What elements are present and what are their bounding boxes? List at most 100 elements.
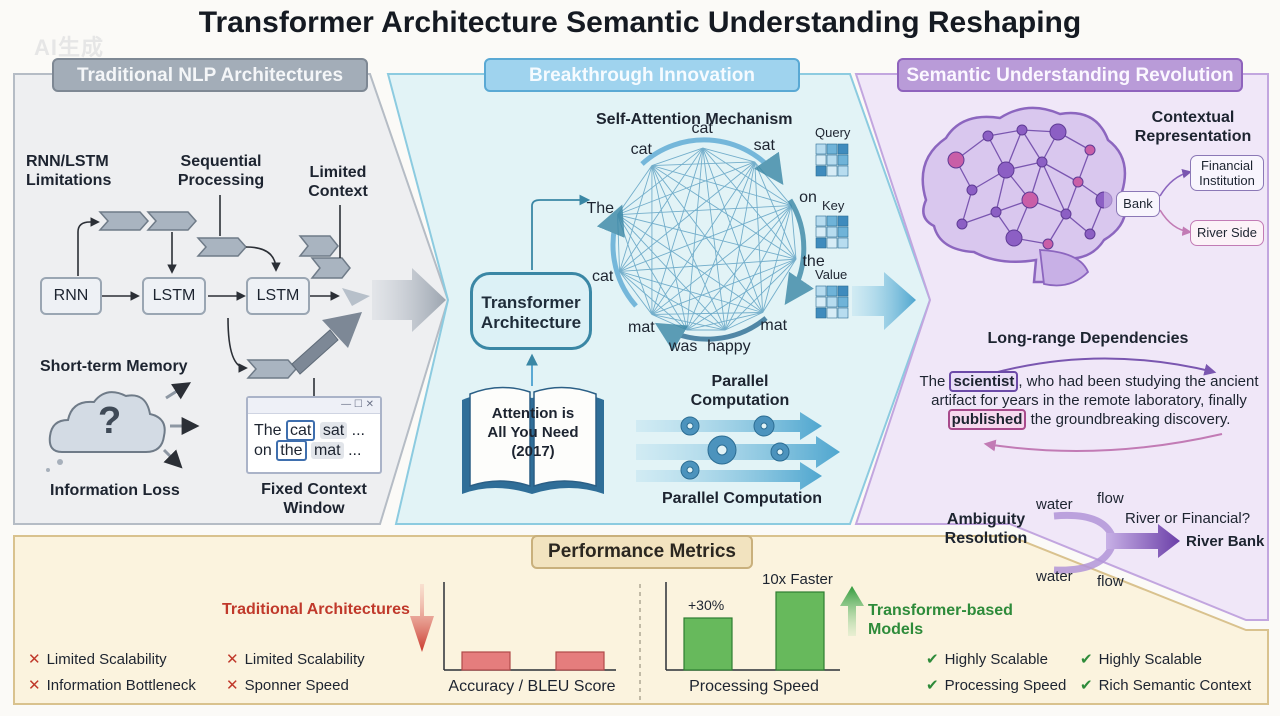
attention-edge [617, 214, 726, 331]
attention-edge [651, 165, 797, 260]
brain-node [947, 151, 965, 169]
attention-edge [619, 258, 797, 272]
water-word-1: water [1036, 496, 1073, 513]
ring-word: happy [707, 337, 751, 355]
ring-word: mat [760, 316, 788, 334]
window-controls: — ☐ ✕ [248, 398, 380, 414]
grid-cell [837, 143, 849, 155]
ring-word: mat [627, 318, 655, 336]
brain-node [1036, 156, 1048, 168]
performance-metrics-label: Performance Metrics [531, 535, 753, 569]
value-grid [815, 285, 849, 319]
transformer-models-label: Transformer-based Models [868, 602, 1013, 638]
gear-icons [680, 415, 790, 480]
information-loss-label: Information Loss [50, 482, 180, 499]
brain-node [1060, 208, 1072, 220]
bar-label-pct: +30% [688, 597, 725, 613]
page-title: Transformer Architecture Semantic Unders… [198, 6, 1082, 39]
grid-cell [815, 285, 827, 297]
attention-edge [686, 312, 763, 331]
attention-edge [619, 271, 653, 315]
lstm-node-2: LSTM [246, 277, 310, 315]
context-window: — ☐ ✕ The cat sat ... on the mat ... [246, 396, 382, 474]
window-token: ... [348, 442, 362, 459]
attention-edge [702, 147, 755, 163]
grid-cell [837, 285, 849, 297]
window-token: mat [310, 442, 344, 459]
brain-edge [987, 129, 1023, 137]
attention-edge [651, 205, 792, 315]
brain-node [990, 206, 1002, 218]
river-side-node: River Side [1190, 220, 1264, 246]
grid-cell [837, 226, 849, 238]
grid-cell [815, 165, 827, 177]
speed-bar [683, 617, 733, 671]
grid-cell [826, 143, 838, 155]
grid-cell [815, 237, 827, 249]
brain-edge [1077, 149, 1091, 183]
flow-word-2: flow [1097, 573, 1124, 590]
published-word: published [947, 409, 1027, 430]
query-label: Query [815, 125, 851, 140]
accuracy-bar [461, 651, 511, 671]
attention-edge [651, 312, 763, 315]
river-bank-answer: River Bank [1186, 533, 1265, 550]
benefit-item: ✔Rich Semantic Context [1080, 677, 1252, 694]
attention-edge [724, 312, 763, 331]
ambiguity-resolution-label: Ambiguity Resolution [944, 511, 1028, 547]
attention-edge [651, 165, 764, 313]
brain-node [966, 184, 978, 196]
attention-edge [651, 161, 756, 315]
grid-cell [837, 215, 849, 227]
watermark: AI生成 [34, 35, 105, 60]
brain-node [1072, 176, 1084, 188]
window-token: the [276, 440, 307, 461]
traditional-architectures-label: Traditional Architectures [222, 601, 410, 618]
fixed-context-window-label: Fixed Context Window [261, 481, 367, 517]
brain-node [1084, 228, 1096, 240]
brain-edge [961, 211, 997, 225]
scientist-word: scientist [949, 371, 1019, 392]
key-label: Key [822, 198, 845, 213]
attention-edge [619, 271, 763, 313]
grid-cell [826, 154, 838, 166]
attention-edge [619, 161, 756, 272]
attention-edge [724, 205, 792, 331]
question-mark-icon: ? [98, 400, 122, 442]
ring-word: cat [591, 267, 614, 285]
attention-edge [651, 161, 755, 167]
attention-edge [651, 313, 726, 331]
ring-word: on [799, 188, 817, 206]
brain-edge [1047, 213, 1067, 245]
attention-edge [617, 205, 792, 216]
ring-word: the [802, 252, 825, 270]
attention-edge [686, 161, 756, 331]
brain-edge [1041, 161, 1079, 183]
brain-node [1042, 238, 1054, 250]
benefit-item: ✔Highly Scalable [1080, 651, 1202, 668]
attention-edge [617, 214, 797, 260]
attention-edge [651, 147, 703, 166]
brain-edge [1065, 181, 1079, 215]
grid-cell [826, 296, 838, 308]
attention-edge [617, 214, 763, 313]
grid-cell [815, 143, 827, 155]
window-token: The [254, 422, 282, 439]
brain-edge [1021, 129, 1043, 163]
short-term-memory-label: Short-term Memory [40, 358, 188, 375]
chart-speed-xlabel: Processing Speed [689, 678, 819, 695]
benefit-item: ✔Processing Speed [926, 677, 1067, 694]
grid-cell [837, 296, 849, 308]
panel-label-semantic: Semantic Understanding Revolution [897, 58, 1243, 92]
brain-node [1021, 191, 1039, 209]
attention-graph [596, 137, 814, 352]
attention-edge [702, 147, 792, 206]
window-token: cat [286, 420, 316, 441]
rnn-limitations-label: RNN/LSTM Limitations [26, 153, 112, 189]
grid-cell [826, 215, 838, 227]
limitation-item: ✕Information Bottleneck [28, 677, 196, 694]
grid-cell [815, 215, 827, 227]
attention-edge [762, 258, 797, 313]
attention-edge [651, 165, 726, 331]
